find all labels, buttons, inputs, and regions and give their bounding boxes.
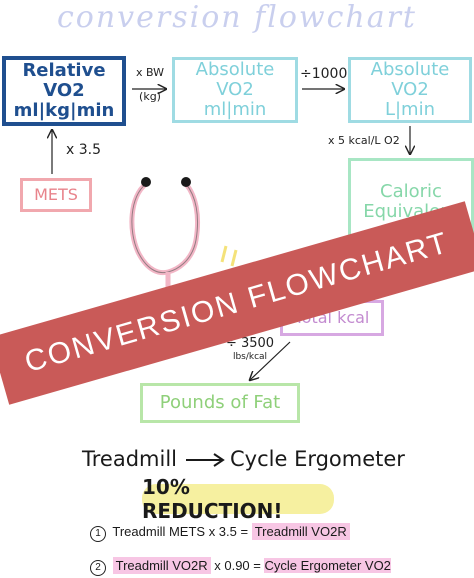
arrow-treadmill-to-cycle (186, 453, 225, 467)
relative-vo2-unit: ml|kg|min (13, 99, 115, 121)
page-title: conversion flowchart (57, 0, 417, 35)
div3500-text: ÷ 3500 (225, 336, 275, 351)
absolute-vo2-l-unit: L|min (384, 98, 436, 120)
treadmill-title: Treadmill (82, 447, 177, 471)
div1000-label: ÷1000 (300, 66, 348, 82)
cycle-ergometer-title: Cycle Ergometer (230, 447, 405, 471)
arrow-kcal-to-fat (250, 341, 291, 380)
absolute-vo2-ml-unit: ml|min (203, 98, 267, 120)
formula-2-left: Treadmill VO2R (112, 557, 211, 574)
absolute-vo2-l-box: Absolute VO2 L|min (348, 57, 472, 123)
pounds-of-fat-label: Pounds of Fat (159, 392, 281, 414)
pounds-of-fat-box: Pounds of Fat (140, 383, 300, 423)
absolute-vo2-ml-label: Absolute VO2 (195, 59, 275, 101)
caloric-label: Caloric (380, 181, 442, 203)
absolute-vo2-l-label: Absolute VO2 (370, 59, 450, 101)
bw-text: x BW (135, 66, 165, 79)
formula-1: 1 Treadmill METS x 3.5 = Treadmill VO2R (90, 523, 350, 542)
formula-2: 2 Treadmill VO2R x 0.90 = Cycle Ergomete… (90, 557, 391, 576)
sparkle-icon (220, 245, 238, 267)
formula-1-result: Treadmill VO2R (251, 523, 350, 540)
formula-2-mid: x 0.90 = (214, 558, 261, 573)
x35-label: x 3.5 (66, 142, 101, 158)
formula-1-left: Treadmill METS x 3.5 = (112, 524, 249, 539)
bw-label: x BW (kg) (130, 66, 170, 104)
mets-box: METS (20, 178, 92, 212)
kg-text: (kg) (139, 89, 161, 103)
relative-vo2-label: Relative VO2 (22, 60, 106, 102)
lbs-kcal-text: lbs/kcal (232, 352, 268, 363)
div3500-label: ÷ 3500 lbs/kcal (218, 336, 282, 364)
reduction-highlight: 10% REDUCTION! (142, 475, 334, 523)
relative-vo2-box: Relative VO2 ml|kg|min (2, 56, 126, 126)
step-2-number: 2 (90, 560, 106, 576)
reduction-text: 10% REDUCTION! (142, 475, 283, 523)
formula-2-result: Cycle Ergometer VO2 (264, 558, 391, 573)
mets-label: METS (34, 185, 78, 205)
step-1-number: 1 (90, 526, 106, 542)
kcal-per-l-label: x 5 kcal/L O2 (328, 134, 400, 147)
absolute-vo2-ml-box: Absolute VO2 ml|min (172, 57, 298, 123)
